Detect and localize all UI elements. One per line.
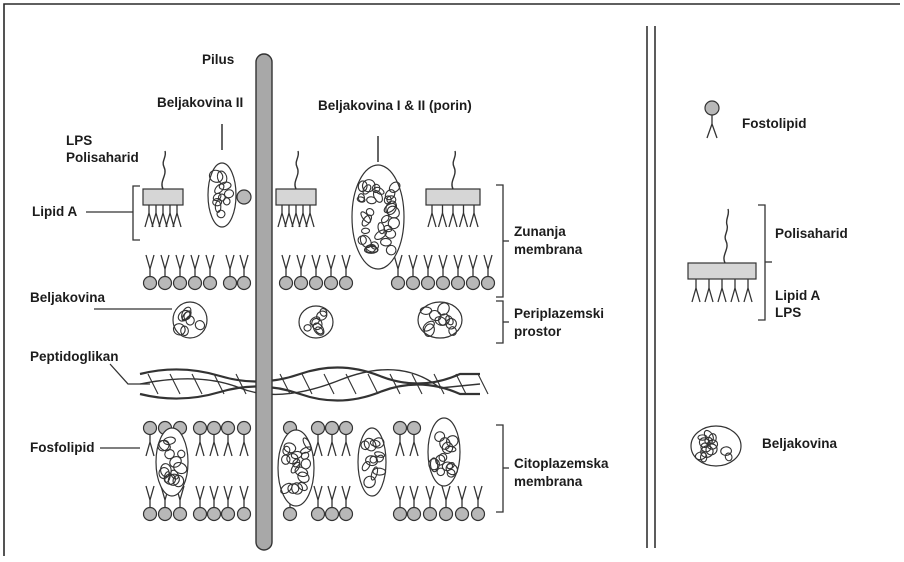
phospholipid-head [280, 277, 293, 290]
lps-core-box [276, 189, 316, 205]
label-lipid-a: Lipid A [32, 204, 77, 219]
legend-lps-icon [724, 209, 729, 263]
label-beljakovina-ii: Beljakovina II [157, 95, 243, 110]
lps-core-box [426, 189, 480, 205]
phospholipid-head [394, 508, 407, 521]
phospholipid-head [238, 277, 251, 290]
label-periplazemski-prostor: prostor [514, 324, 562, 339]
lps-core-box [143, 189, 183, 205]
lps-polysaccharide [452, 151, 455, 189]
peptidoglycan-layer [140, 367, 488, 400]
phospholipid-head [159, 277, 172, 290]
legend-label-polisaharid: Polisaharid [775, 226, 848, 241]
glycan-strand [140, 384, 480, 400]
phospholipid-head [424, 508, 437, 521]
label-beljakovina: Beljakovina [30, 290, 106, 305]
phospholipid-head [284, 508, 297, 521]
label-fosfolipid: Fosfolipid [30, 440, 95, 455]
phospholipid-head [238, 508, 251, 521]
phospholipid-head [144, 422, 157, 435]
label-lps: LPS [66, 133, 92, 148]
phospholipid-head [208, 508, 221, 521]
phospholipid-head [452, 277, 465, 290]
phospholipid-head [472, 508, 485, 521]
phospholipid-head [222, 422, 235, 435]
peptide-crosslink [368, 374, 378, 394]
label-zunanja: Zunanja [514, 224, 566, 239]
legend-label-beljakovina: Beljakovina [762, 436, 838, 451]
phospholipid-head [144, 277, 157, 290]
phospholipid-head [437, 277, 450, 290]
phospholipid-head [482, 277, 495, 290]
phospholipid-head [326, 508, 339, 521]
legend [688, 101, 756, 466]
phospholipid-head [440, 508, 453, 521]
phospholipid-head [174, 277, 187, 290]
legend-label-lipid-a: Lipid A [775, 288, 820, 303]
phospholipid-head [394, 422, 407, 435]
peptide-crosslink [346, 374, 356, 394]
label-polisaharid: Polisaharid [66, 150, 139, 165]
phospholipid-head [340, 422, 353, 435]
phospholipid-head [208, 422, 221, 435]
label-beljakovina-i-ii-porin: Beljakovina I & II (porin) [318, 98, 472, 113]
phospholipid-head [312, 422, 325, 435]
legend-label-lps: LPS [775, 305, 801, 320]
phospholipid-head [189, 277, 202, 290]
phospholipid-head [310, 277, 323, 290]
phospholipid-head [467, 277, 480, 290]
legend-label-fosfolipid: Fostolipid [742, 116, 807, 131]
protein-blob [352, 165, 404, 269]
phospholipid-head [408, 508, 421, 521]
peptide-crosslink [390, 374, 400, 394]
legend-phospholipid-icon [705, 101, 719, 115]
phospholipid-head [222, 508, 235, 521]
phospholipid-head [407, 277, 420, 290]
cytoplasmic-membrane-layer [144, 418, 485, 521]
phospholipid-head [295, 277, 308, 290]
label-citoplazemska-membrana: membrana [514, 474, 583, 489]
peptide-crosslink [170, 374, 180, 394]
peptide-crosslink [192, 374, 202, 394]
lps-polysaccharide [295, 151, 298, 189]
legend-divider [647, 26, 655, 548]
label-periplazemski: Periplazemski [514, 306, 604, 321]
phospholipid-head [422, 277, 435, 290]
label-citoplazemska: Citoplazemska [514, 456, 609, 471]
label-pilus: Pilus [202, 52, 234, 67]
phospholipid-head [144, 508, 157, 521]
peptide-crosslink [236, 374, 246, 394]
label-peptidoglikan: Peptidoglikan [30, 349, 119, 364]
phospholipid-head [174, 508, 187, 521]
phospholipid-head [312, 508, 325, 521]
peptide-crosslink [456, 374, 466, 394]
phospholipid-head [340, 277, 353, 290]
phospholipid-head [340, 508, 353, 521]
peptide-crosslink [324, 374, 334, 394]
phospholipid-head [204, 277, 217, 290]
phospholipid-head [159, 508, 172, 521]
phospholipid-head [194, 422, 207, 435]
phospholipid-head [224, 277, 237, 290]
pilus [256, 54, 272, 550]
phospholipid-head [326, 422, 339, 435]
periplasmic-space-layer [171, 301, 462, 338]
label-zunanja-membrana: membrana [514, 242, 583, 257]
phospholipid-head [238, 422, 251, 435]
phospholipid-head [194, 508, 207, 521]
phospholipid-head [325, 277, 338, 290]
outer-membrane-layer [143, 124, 495, 290]
lps-polysaccharide [162, 151, 165, 189]
phospholipid-head [392, 277, 405, 290]
phospholipid-head [456, 508, 469, 521]
phospholipid-head [408, 422, 421, 435]
